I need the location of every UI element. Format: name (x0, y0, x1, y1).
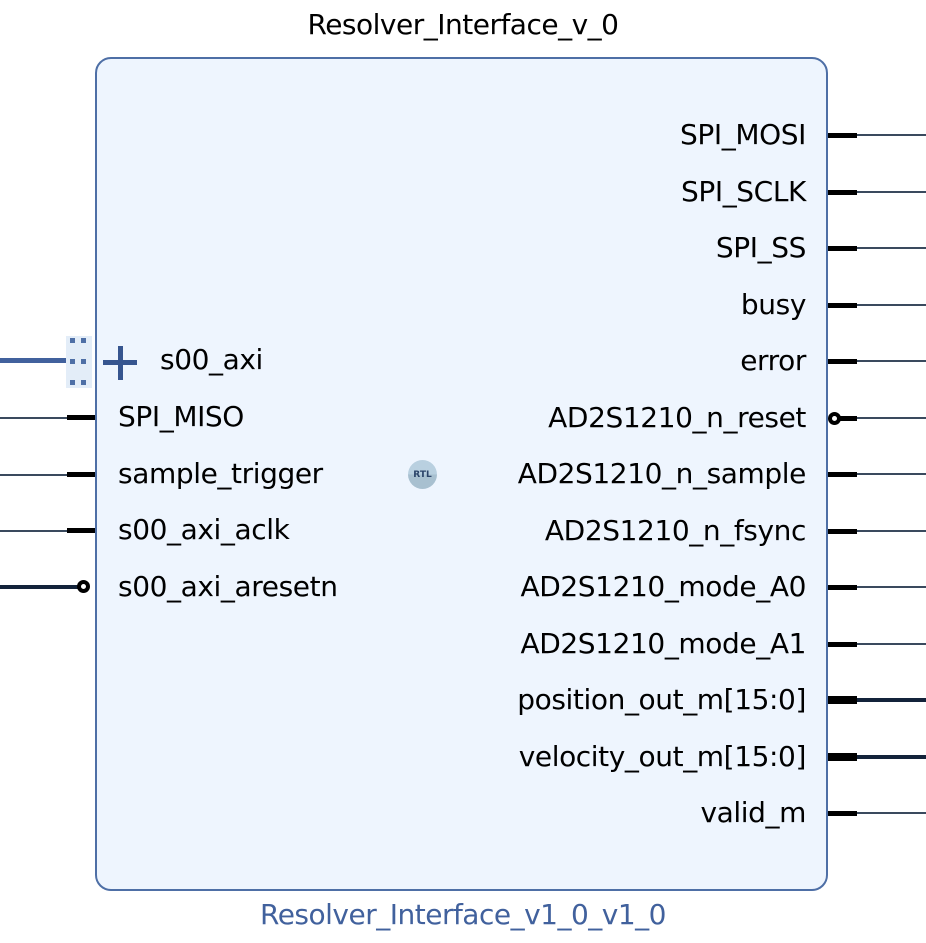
port-label-ad2s1210-n-fsync: AD2S1210_n_fsync (544, 514, 806, 547)
active-low-bubble-icon[interactable] (77, 580, 90, 593)
sample-trigger-wire[interactable] (0, 474, 70, 476)
block-instance-name: Resolver_Interface_v_0 (307, 8, 619, 41)
ad2s1210-mode-a1-wire[interactable] (855, 643, 926, 645)
port-label-spi-miso: SPI_MISO (118, 400, 244, 433)
interface-pin-handle[interactable] (66, 336, 92, 388)
sample-trigger-pin[interactable] (67, 472, 95, 477)
ad2s1210-mode-a0-pin[interactable] (828, 585, 857, 590)
ad2s1210-n-fsync-wire[interactable] (855, 530, 926, 532)
port-label-s00-axi-aresetn: s00_axi_aresetn (118, 570, 338, 603)
valid-m-wire[interactable] (855, 812, 926, 814)
position-out-m-15-0-wire[interactable] (855, 698, 926, 702)
port-label-busy: busy (740, 288, 806, 321)
port-label-s00-axi-aclk: s00_axi_aclk (118, 513, 290, 546)
error-wire[interactable] (855, 360, 926, 362)
port-label-ad2s1210-mode-a1: AD2S1210_mode_A1 (520, 627, 806, 660)
ad2s1210-mode-a0-wire[interactable] (855, 586, 926, 588)
port-label-sample-trigger: sample_trigger (118, 457, 323, 490)
rtl-badge-icon: RTL (408, 460, 437, 489)
port-label-error: error (740, 344, 806, 377)
spi-mosi-wire[interactable] (855, 134, 926, 136)
spi-sclk-pin[interactable] (828, 190, 857, 195)
ad2s1210-n-fsync-pin[interactable] (828, 529, 857, 534)
port-label-position-out-m-15-0: position_out_m[15:0] (517, 683, 806, 716)
port-label-s00-axi: s00_axi (160, 343, 263, 376)
spi-miso-wire[interactable] (0, 417, 70, 419)
s00-axi-aresetn-wire[interactable] (0, 585, 78, 589)
spi-ss-wire[interactable] (855, 247, 926, 249)
ad2s1210-n-sample-wire[interactable] (855, 473, 926, 475)
ad2s1210-n-reset-pin[interactable] (840, 416, 857, 421)
port-label-valid-m: valid_m (700, 796, 806, 829)
active-low-bubble-icon[interactable] (828, 412, 841, 425)
s00-axi-connection[interactable] (0, 358, 66, 363)
ad2s1210-mode-a1-pin[interactable] (828, 642, 857, 647)
port-label-spi-sclk: SPI_SCLK (680, 175, 806, 208)
port-label-ad2s1210-n-reset: AD2S1210_n_reset (548, 401, 806, 434)
block-ip-name: Resolver_Interface_v1_0_v1_0 (260, 898, 667, 931)
busy-wire[interactable] (855, 304, 926, 306)
spi-mosi-pin[interactable] (828, 133, 857, 138)
ad2s1210-n-reset-wire[interactable] (855, 417, 926, 419)
port-label-ad2s1210-mode-a0: AD2S1210_mode_A0 (520, 570, 806, 603)
spi-sclk-wire[interactable] (855, 191, 926, 193)
spi-miso-pin[interactable] (67, 415, 95, 420)
port-label-spi-ss: SPI_SS (715, 231, 806, 264)
spi-ss-pin[interactable] (828, 246, 857, 251)
ad2s1210-n-sample-pin[interactable] (828, 472, 857, 477)
expand-plus-icon[interactable] (103, 345, 139, 381)
velocity-out-m-15-0-pin[interactable] (828, 753, 857, 761)
port-label-spi-mosi: SPI_MOSI (680, 118, 806, 151)
port-label-ad2s1210-n-sample: AD2S1210_n_sample (517, 457, 807, 490)
s00-axi-aclk-wire[interactable] (0, 530, 70, 532)
position-out-m-15-0-pin[interactable] (828, 696, 857, 704)
port-label-velocity-out-m-15-0: velocity_out_m[15:0] (518, 740, 807, 773)
ip-block[interactable] (95, 57, 828, 891)
s00-axi-aclk-pin[interactable] (67, 528, 95, 533)
valid-m-pin[interactable] (828, 811, 857, 816)
busy-pin[interactable] (828, 303, 857, 308)
error-pin[interactable] (828, 359, 857, 364)
velocity-out-m-15-0-wire[interactable] (855, 755, 926, 759)
